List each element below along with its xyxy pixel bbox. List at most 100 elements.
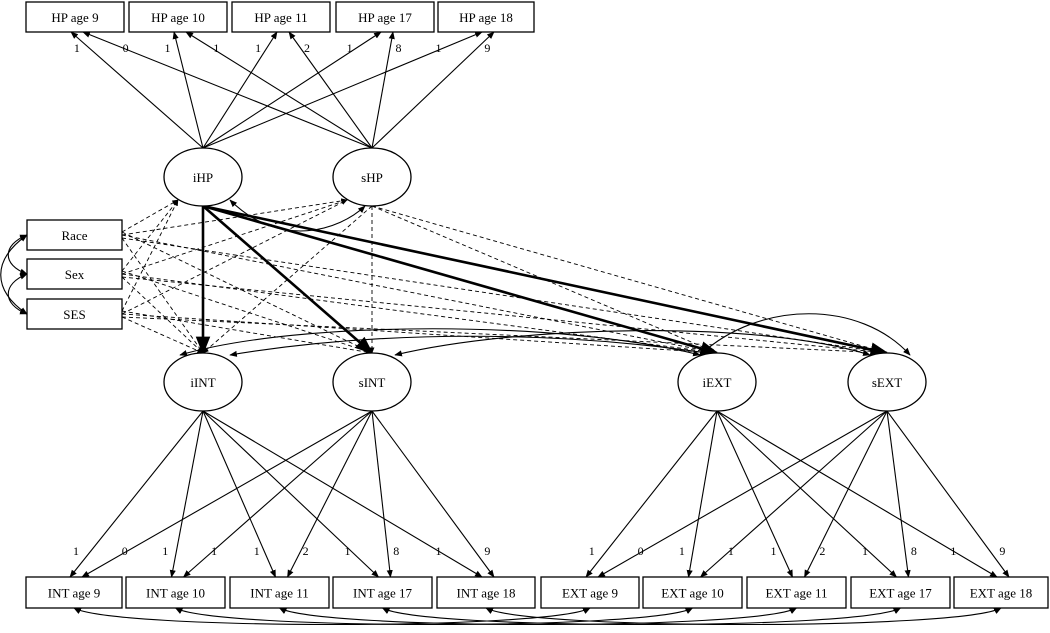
node-label: sHP — [361, 170, 383, 185]
loading-ihp-hp11 — [202, 31, 278, 149]
dashed-path-shp-sext — [371, 205, 888, 354]
node-ext10: EXT age 10 — [642, 576, 743, 609]
latent-ellipse — [163, 352, 243, 412]
node-label: HP age 10 — [151, 10, 205, 25]
loading-iext-ext17 — [716, 410, 898, 578]
node-box — [231, 1, 331, 33]
loading-label: 1 — [770, 544, 776, 558]
node-label: EXT age 11 — [765, 586, 827, 601]
node-iext: iEXT — [677, 352, 757, 412]
node-ext18: EXT age 18 — [953, 576, 1049, 609]
node-iint: iINT — [163, 352, 243, 412]
node-sint: sINT — [332, 352, 412, 412]
node-box — [953, 576, 1049, 609]
node-label: EXT age 10 — [661, 586, 724, 601]
loading-label: 1 — [347, 41, 353, 55]
covariance-sex-ses — [7, 273, 28, 315]
dashed-path-race-ihp — [121, 199, 179, 233]
loading-iint-int11 — [202, 410, 277, 578]
dashed-path-sex-sint — [121, 270, 373, 354]
node-label: iHP — [193, 170, 213, 185]
dashed-path-sex-sext — [121, 276, 888, 355]
node-label: iEXT — [703, 375, 732, 390]
loading-iint-int10 — [169, 410, 204, 578]
node-label: INT age 17 — [353, 586, 412, 601]
node-box — [436, 576, 536, 609]
node-box — [335, 1, 435, 33]
node-ext11: EXT age 11 — [746, 576, 847, 609]
dashed-path-ses-sint — [121, 310, 373, 355]
dashed-path-ses-sext — [121, 316, 888, 356]
node-ihp: iHP — [163, 147, 243, 207]
loading-label: 1 — [679, 544, 685, 558]
node-label: iINT — [190, 375, 215, 390]
node-ext17: EXT age 17 — [850, 576, 951, 609]
loading-label: 1 — [162, 544, 168, 558]
node-shp: sHP — [332, 147, 412, 207]
loading-label: 0 — [638, 544, 644, 558]
loading-label: 0 — [122, 544, 128, 558]
node-hp18: HP age 18 — [437, 1, 535, 33]
loading-label: 9 — [999, 544, 1005, 558]
dashed-path-race-sint — [121, 231, 373, 354]
node-box — [125, 576, 226, 609]
node-label: sEXT — [872, 375, 902, 390]
node-box — [540, 576, 640, 609]
loading-sext-ext17 — [886, 410, 911, 578]
node-box — [850, 576, 951, 609]
node-label: SES — [63, 307, 85, 322]
node-ses: SES — [26, 298, 123, 330]
residual-covariance-int17-ext17 — [381, 607, 902, 626]
loading-iint-int17 — [202, 410, 380, 578]
loading-sint-int9 — [81, 410, 373, 578]
covariance-race-sex — [7, 234, 28, 275]
node-hp17: HP age 17 — [335, 1, 435, 33]
node-label: Race — [62, 228, 88, 243]
dashed-path-ses-iext — [121, 313, 718, 356]
dashed-path-race-iint — [121, 237, 204, 354]
loading-label: 2 — [304, 41, 310, 55]
loading-label: 1 — [589, 544, 595, 558]
loading-label: 2 — [303, 544, 309, 558]
loading-label: 8 — [393, 544, 399, 558]
loading-label: 9 — [484, 41, 490, 55]
loading-iext-ext11 — [716, 410, 794, 578]
loading-label: 1 — [436, 41, 442, 55]
loading-label: 1 — [254, 544, 260, 558]
dashed-path-race-sext — [121, 237, 888, 355]
node-label: Sex — [65, 267, 85, 282]
node-box — [642, 576, 743, 609]
node-label: INT age 10 — [146, 586, 205, 601]
edges-layer — [0, 31, 1010, 626]
node-label: EXT age 9 — [562, 586, 618, 601]
dashed-path-ses-shp — [121, 199, 348, 315]
loading-label: 0 — [123, 41, 129, 55]
loading-iext-ext9 — [585, 410, 718, 578]
node-hp11: HP age 11 — [231, 1, 331, 33]
loading-iint-int18 — [202, 410, 483, 578]
loading-label: 1 — [255, 41, 261, 55]
bold-path-ihp-sint — [202, 205, 374, 355]
node-int9: INT age 9 — [25, 576, 123, 609]
node-label: INT age 11 — [250, 586, 308, 601]
node-box — [229, 576, 330, 609]
residual-covariance-int10-ext10 — [174, 607, 694, 626]
latent-ellipse — [163, 147, 243, 207]
node-box — [26, 219, 123, 251]
node-box — [26, 298, 123, 330]
covariance-race-ses — [0, 234, 28, 315]
node-race: Race — [26, 219, 123, 251]
node-label: HP age 9 — [51, 10, 98, 25]
latent-ellipse — [847, 352, 927, 412]
node-sex: Sex — [26, 258, 123, 290]
loading-sext-ext11 — [804, 410, 888, 578]
node-hp9: HP age 9 — [25, 1, 125, 33]
node-box — [25, 576, 123, 609]
loading-sint-int17 — [371, 410, 393, 578]
loading-label: 1 — [862, 544, 868, 558]
loading-shp-hp10 — [185, 31, 373, 149]
covariance-iint-iext — [179, 328, 701, 357]
